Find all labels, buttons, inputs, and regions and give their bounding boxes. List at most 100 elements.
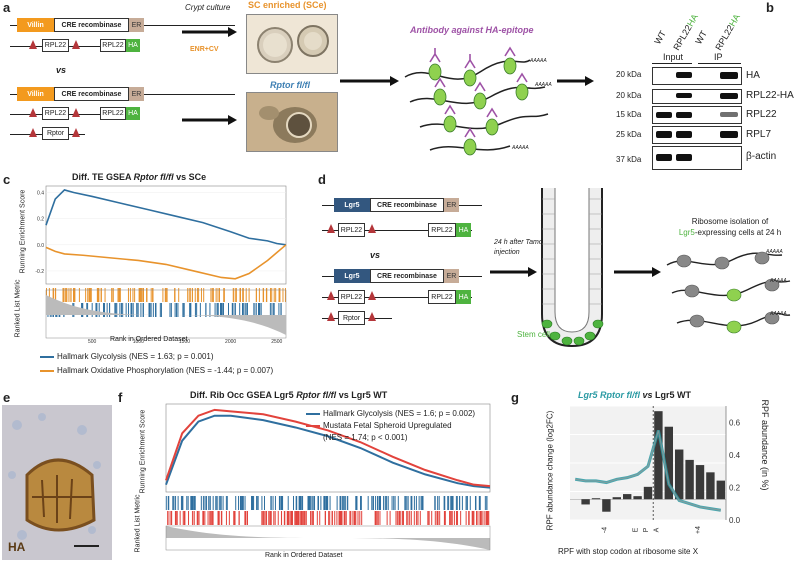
loxp-site — [327, 291, 335, 300]
legend-text: Hallmark Glycolysis (NES = 1.63; p = 0.0… — [57, 352, 214, 361]
y-tick-label: -0.2 — [35, 269, 44, 275]
enrichment-line-1 — [45, 244, 287, 280]
y-axis-label: Ranked List Metric — [14, 279, 22, 338]
iso-text: -expressing cells at 24 h — [694, 228, 782, 237]
ribosome-isolation-label: Ribosome isolation of Lgr5-expressing ce… — [660, 216, 798, 238]
ip-label: IP — [714, 52, 723, 62]
bar — [654, 411, 663, 500]
lane-rpl22ha: RPL22HA — [671, 12, 700, 52]
x-tick-label: E — [633, 527, 640, 532]
x-axis-label: RPF with stop codon at ribosome site X — [558, 547, 699, 556]
loxp-site — [327, 224, 335, 233]
loxp-site — [29, 128, 37, 137]
loxp-site — [29, 108, 37, 117]
y-right-tick-label: 0.0 — [729, 516, 741, 525]
arrow — [557, 76, 594, 86]
y-tick-label: 0.4 — [37, 191, 44, 197]
rpl22-exon: RPL22 — [338, 290, 365, 304]
band — [656, 154, 672, 161]
x-tick-label: 1000 — [133, 339, 144, 344]
blot-rpl22 — [652, 106, 742, 124]
title-text: vs Lgr5 WT — [336, 390, 388, 400]
vs-label: vs — [56, 65, 67, 75]
band — [656, 131, 672, 138]
title-rest: Lgr5 WT — [655, 390, 692, 400]
title-em: Rptor fl/fl — [133, 172, 174, 182]
x-tick-label: A — [653, 527, 660, 532]
title-text: vs SCe — [173, 172, 207, 182]
x-axis-label: Rank in Ordered Dataset — [110, 336, 188, 343]
y-tick-label: 0.0 — [37, 243, 44, 249]
panel-label-d: d — [318, 172, 326, 187]
ha-tag: HA — [126, 107, 140, 120]
loxp-site — [29, 40, 37, 49]
bar — [633, 496, 642, 500]
arrow — [490, 267, 537, 277]
isolated-ribosomes-diagram — [666, 251, 791, 334]
bar — [612, 497, 621, 500]
loxp-site — [368, 224, 376, 233]
band-label-rpl22: RPL22 — [746, 109, 777, 120]
x-tick-label: 2000 — [225, 339, 236, 344]
plot-area — [45, 185, 287, 285]
x-axis-label: Rank in Ordered Dataset — [265, 552, 343, 559]
x-tick-label: P — [643, 527, 650, 532]
legend-item: Hallmark Glycolysis (NES = 1.6; p = 0.00… — [306, 408, 475, 420]
rpl22-exon: RPL22 — [338, 223, 365, 237]
lane-divider — [652, 63, 692, 64]
ha-tag: HA — [456, 290, 471, 304]
tamoxifen-label: 24 h after Tamoxifen injection — [494, 239, 558, 256]
mw-marker: 20 kDa — [616, 70, 642, 79]
abundance-line-wt — [575, 430, 721, 511]
lane-rpl22ha: RPL22HA — [713, 12, 742, 52]
er-domain: ER — [129, 87, 144, 101]
lane-rpl22-text: RPL22 — [671, 23, 694, 52]
ha-tag: HA — [126, 39, 140, 52]
polya-label: AAAAA — [530, 58, 547, 64]
er-domain: ER — [444, 269, 459, 283]
title-text: Diff. TE GSEA — [72, 172, 134, 182]
bar — [675, 449, 684, 500]
legend-f: Hallmark Glycolysis (NES = 1.6; p = 0.00… — [306, 408, 475, 444]
title-vs: vs — [640, 390, 656, 400]
bar — [623, 494, 632, 500]
sce-title: SC enriched (SCe) — [248, 0, 327, 10]
band-label-ha: HA — [746, 70, 760, 81]
x-tick-label: 500 — [88, 339, 97, 344]
rptor-title: Rptor fl/fl — [270, 80, 310, 90]
legend-text: (NES = 1.74; p < 0.001) — [323, 433, 408, 442]
antibody-title: Antibody against HA-epitope — [410, 25, 534, 35]
rpl22-exon: RPL22 — [428, 290, 456, 304]
legend-item: Hallmark Oxidative Phosphorylation (NES … — [40, 364, 273, 378]
panel-label-e: e — [3, 390, 11, 405]
construct-line — [322, 230, 472, 231]
cre-recombinase: CRE recombinase — [370, 269, 444, 283]
loxp-site — [368, 312, 376, 321]
arrow — [614, 267, 661, 277]
ranked-metric-area — [166, 526, 490, 550]
panel-f-title: Diff. Rib Occ GSEA Lgr5 Rptor fl/fl vs L… — [190, 390, 387, 400]
y-tick-label: 0.2 — [37, 217, 44, 223]
y-axis-label-left: RPF abundance change (log2FC) — [545, 410, 555, 531]
er-domain: ER — [129, 18, 144, 32]
lane-wt: WT — [652, 28, 668, 46]
enrichment-line-0 — [165, 414, 491, 489]
y-axis-label-right: RPF abundance (in %) — [760, 399, 770, 491]
panel-c-title: Diff. TE GSEA Rptor fl/fl vs SCe — [72, 172, 206, 182]
band — [676, 112, 692, 118]
polya-label: AAAAA — [512, 145, 529, 151]
bar — [581, 499, 590, 505]
rpl22-exon: RPL22 — [42, 39, 69, 52]
stem-cells-label: Stem cells — [517, 330, 554, 339]
loxp-site — [72, 40, 80, 49]
ribosome-antibody-diagram — [404, 46, 549, 156]
villin-promoter: Villin — [17, 18, 54, 32]
title-em: Rptor fl/fl — [296, 390, 337, 400]
rpl22-exon: RPL22 — [100, 107, 126, 120]
loxp-site — [72, 108, 80, 117]
mw-marker: 37 kDa — [616, 155, 642, 164]
loxp-site — [72, 128, 80, 137]
ha-image-label: HA — [8, 540, 26, 554]
